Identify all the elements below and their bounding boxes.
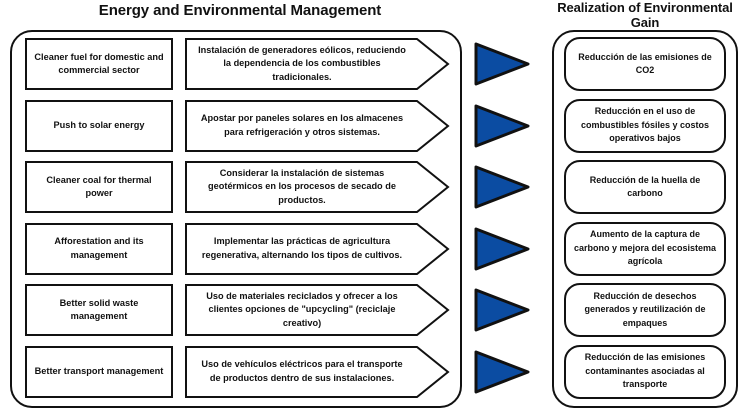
gain-pill-1[interactable]: Reducción de las emisiones de CO2 bbox=[564, 37, 726, 91]
action-label-6: Uso de vehículos eléctricos para el tran… bbox=[201, 359, 403, 383]
practice-box-5[interactable]: Better solid waste management bbox=[25, 284, 173, 336]
diagram-row-4: Afforestation and its management Impleme… bbox=[0, 221, 746, 276]
connector-triangle-icon-6 bbox=[472, 348, 534, 396]
gain-pill-5[interactable]: Reducción de desechos generados y reutil… bbox=[564, 283, 726, 337]
practice-box-1[interactable]: Cleaner fuel for domestic and commercial… bbox=[25, 38, 173, 90]
action-arrow-box-5[interactable]: Uso de materiales reciclados y ofrecer a… bbox=[185, 284, 450, 336]
practice-box-6[interactable]: Better transport management bbox=[25, 345, 173, 398]
action-arrow-box-6[interactable]: Uso de vehículos eléctricos para el tran… bbox=[185, 345, 450, 398]
action-arrow-box-4[interactable]: Implementar las prácticas de agricultura… bbox=[185, 222, 450, 275]
diagram-row-1: Cleaner fuel for domestic and commercial… bbox=[0, 37, 746, 91]
connector-triangle-icon-3 bbox=[472, 163, 534, 211]
gain-pill-4[interactable]: Aumento de la captura de carbono y mejor… bbox=[564, 221, 726, 276]
diagram-row-5: Better solid waste management Uso de mat… bbox=[0, 283, 746, 337]
gain-pill-2[interactable]: Reducción en el uso de combustibles fósi… bbox=[564, 98, 726, 153]
gain-pill-3[interactable]: Reducción de la huella de carbono bbox=[564, 160, 726, 214]
action-label-4: Implementar las prácticas de agricultura… bbox=[201, 236, 403, 260]
diagram-row-2: Push to solar energy Apostar por paneles… bbox=[0, 98, 746, 153]
left-column-title: Energy and Environmental Management bbox=[98, 2, 382, 19]
gain-pill-6[interactable]: Reducción de las emisiones contaminantes… bbox=[564, 344, 726, 399]
action-label-5: Uso de materiales reciclados y ofrecer a… bbox=[206, 290, 398, 328]
right-column-title: Realization of Environmental Gain bbox=[557, 0, 733, 31]
action-arrow-box-3[interactable]: Considerar la instalación de sistemas ge… bbox=[185, 161, 450, 213]
practice-box-4[interactable]: Afforestation and its management bbox=[25, 222, 173, 275]
energy-management-container bbox=[10, 30, 462, 408]
action-arrow-box-2[interactable]: Apostar por paneles solares en los almac… bbox=[185, 99, 450, 152]
connector-triangle-icon-5 bbox=[472, 286, 534, 334]
action-arrow-box-1[interactable]: Instalación de generadores eólicos, redu… bbox=[185, 38, 450, 90]
connector-triangle-icon-1 bbox=[472, 40, 534, 88]
connector-triangle-icon-2 bbox=[472, 102, 534, 150]
practice-box-2[interactable]: Push to solar energy bbox=[25, 99, 173, 152]
diagram-row-3: Cleaner coal for thermal power Considera… bbox=[0, 160, 746, 214]
action-label-2: Apostar por paneles solares en los almac… bbox=[200, 113, 404, 137]
diagram-row-6: Better transport management Uso de vehíc… bbox=[0, 344, 746, 399]
connector-triangle-icon-4 bbox=[472, 225, 534, 273]
practice-box-3[interactable]: Cleaner coal for thermal power bbox=[25, 161, 173, 213]
action-label-1: Instalación de generadores eólicos, redu… bbox=[198, 44, 406, 82]
action-label-3: Considerar la instalación de sistemas ge… bbox=[208, 167, 396, 205]
environmental-gain-container bbox=[552, 30, 738, 408]
